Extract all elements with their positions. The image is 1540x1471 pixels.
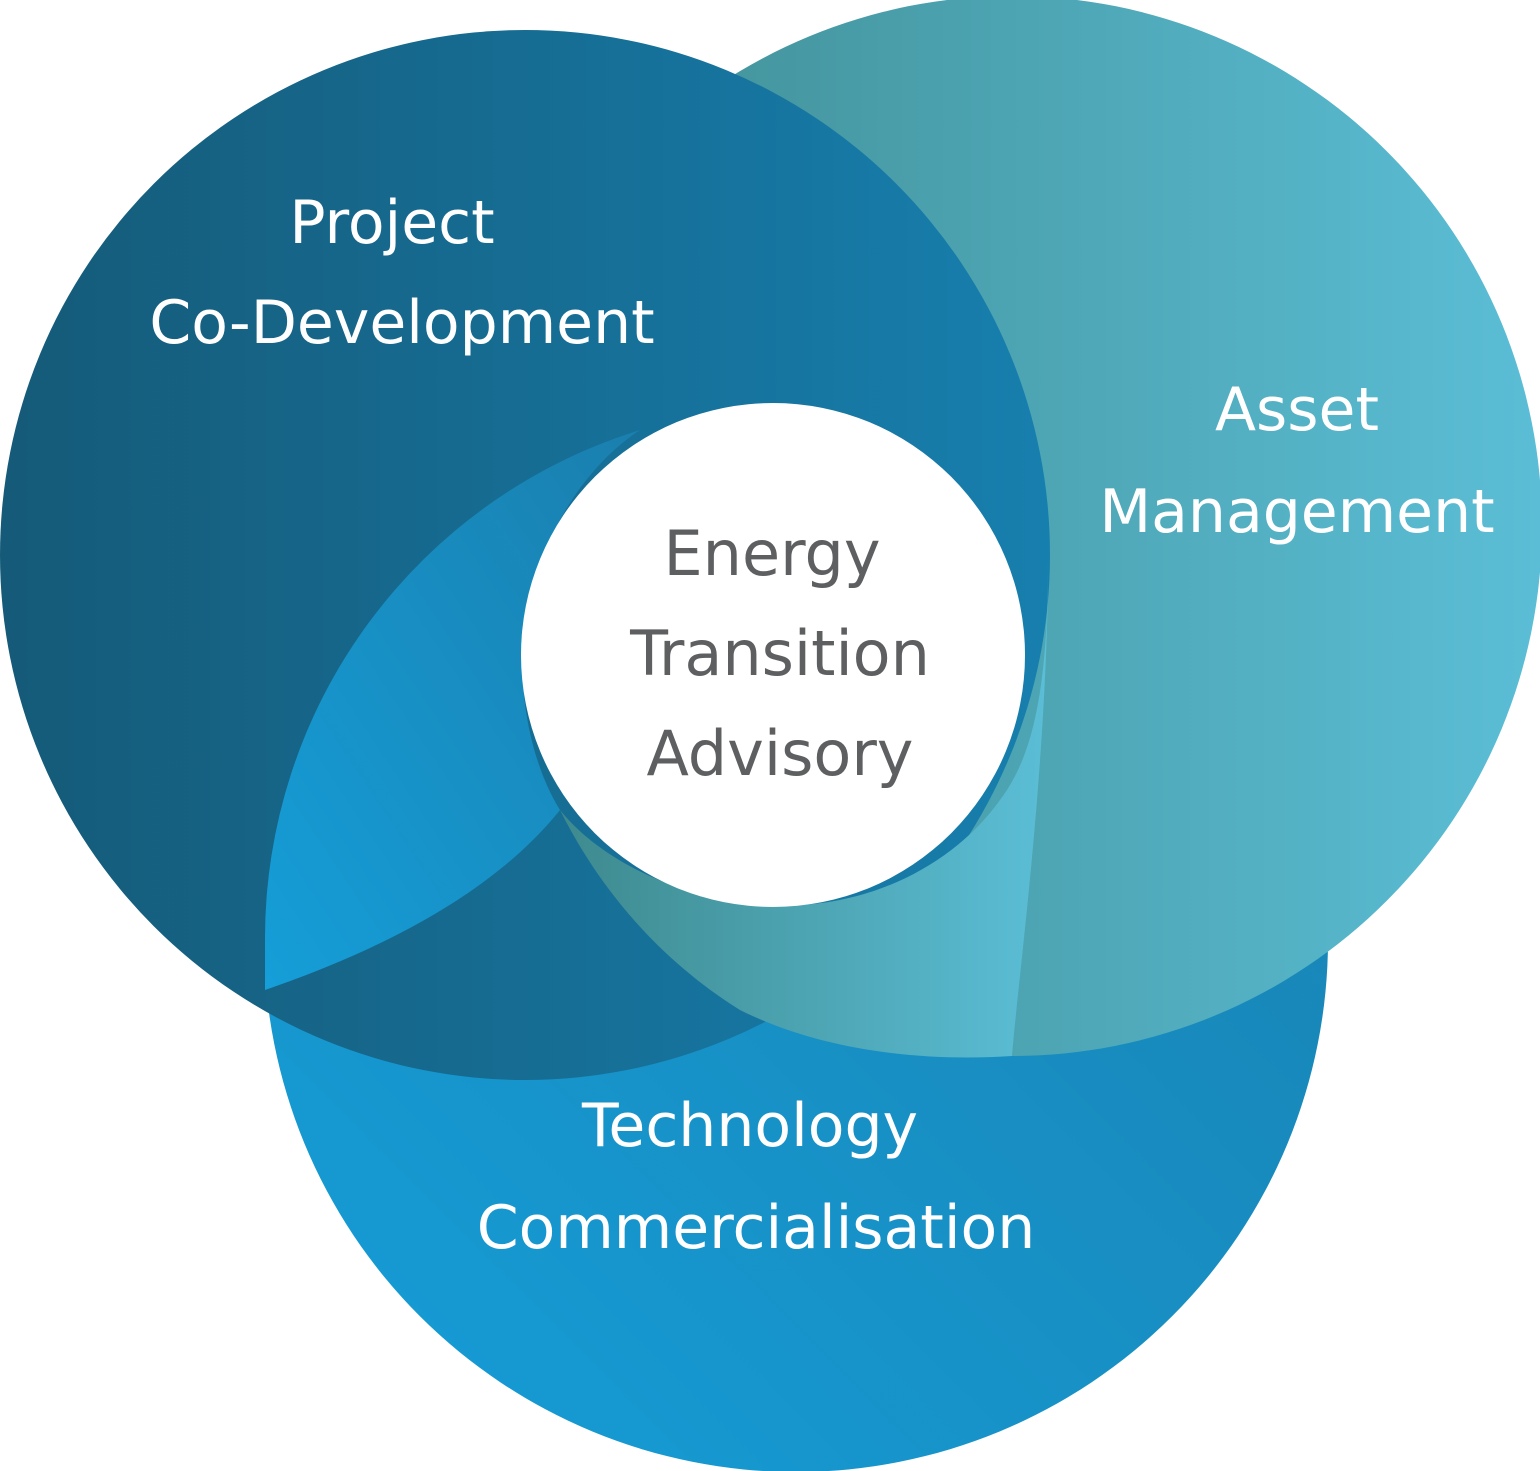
project-label-line1: Project	[289, 188, 494, 258]
center-circle	[521, 403, 1025, 907]
project-label-line2: Co-Development	[149, 288, 654, 358]
asset-label-line1: Asset	[1215, 375, 1379, 445]
technology-label-line2: Commercialisation	[477, 1193, 1036, 1263]
asset-arc-under-center	[560, 560, 1048, 1058]
technology-label-line1: Technology	[581, 1091, 918, 1161]
center-label-line1: Energy	[663, 517, 880, 590]
technology-arc-over-project	[264, 430, 640, 990]
asset-label-line2: Management	[1099, 477, 1494, 547]
center-label-line2: Transition	[629, 617, 930, 690]
center-label-line3: Advisory	[646, 717, 913, 790]
